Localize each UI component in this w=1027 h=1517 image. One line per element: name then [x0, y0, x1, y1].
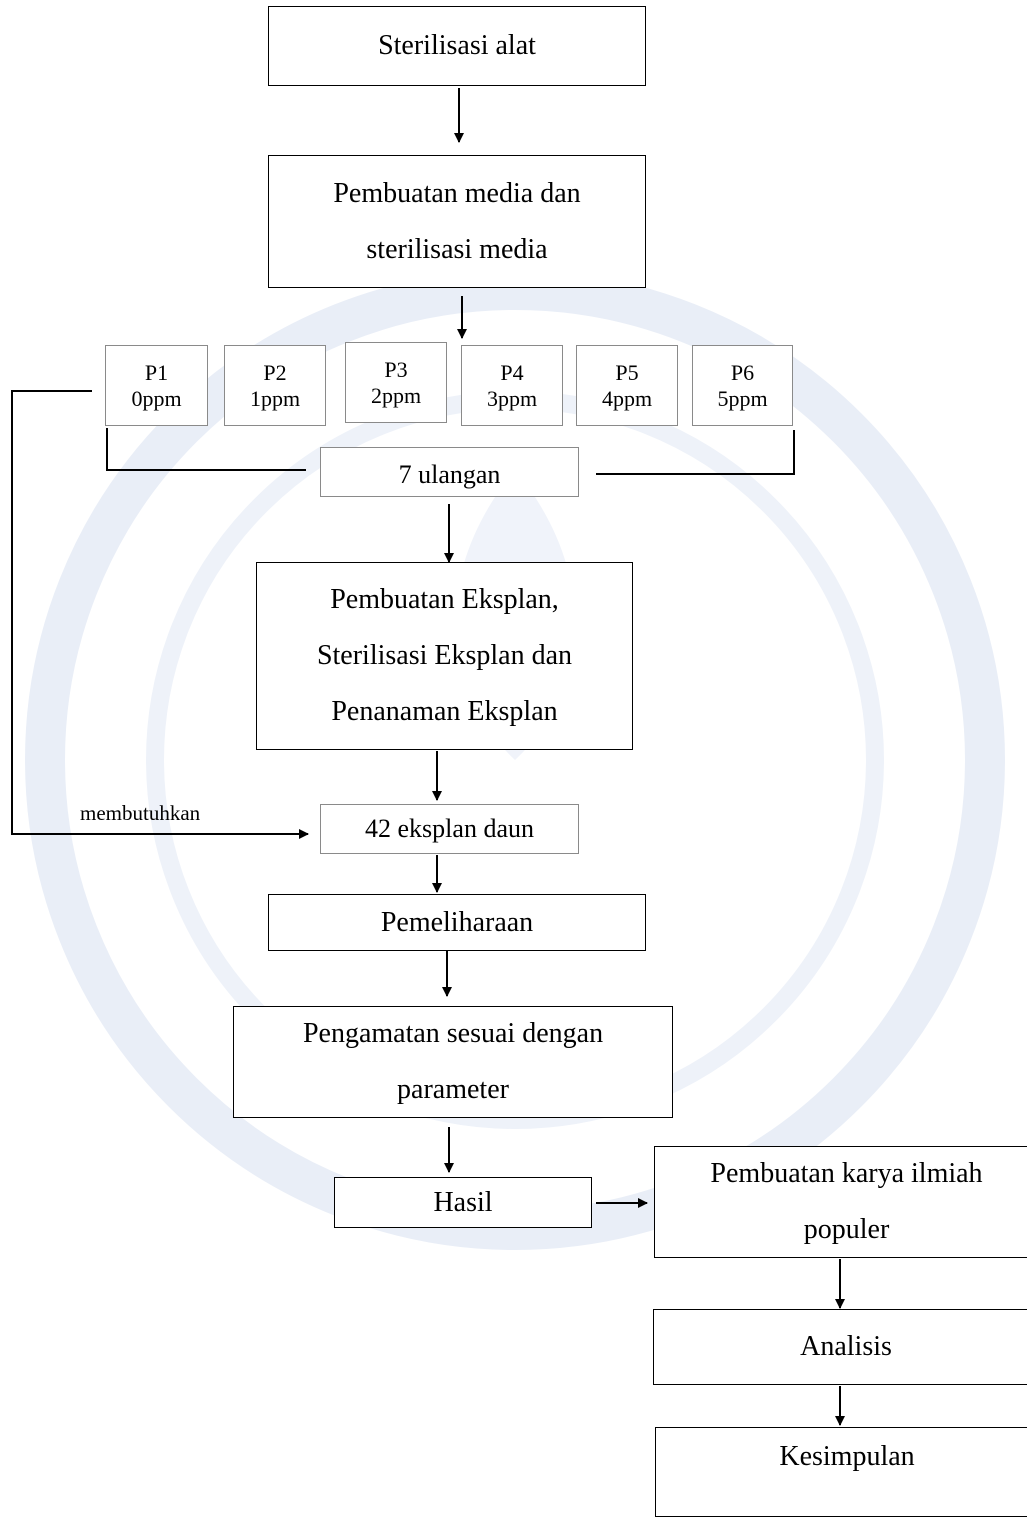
treatment-p6-code: P6 — [730, 359, 755, 385]
bracket-left — [106, 428, 306, 471]
treatment-p1-dose: 0ppm — [131, 385, 182, 411]
box-treatment-p1: P1 0ppm — [105, 345, 208, 426]
treatment-p6-dose: 5ppm — [717, 385, 768, 411]
box-kesimpulan: Kesimpulan — [655, 1427, 1027, 1517]
box-pembuatan-eksplan-line-3: Penanaman Eksplan — [331, 696, 558, 727]
box-analisis: Analisis — [653, 1309, 1027, 1385]
box-pemeliharaan: Pemeliharaan — [268, 894, 646, 951]
box-analisis-label: Analisis — [800, 1331, 892, 1362]
box-hasil: Hasil — [334, 1177, 592, 1228]
box-treatment-p4: P4 3ppm — [461, 345, 563, 426]
box-pembuatan-media-line-2: sterilisasi media — [366, 233, 548, 265]
box-pembuatan-eksplan: Pembuatan Eksplan, Sterilisasi Eksplan d… — [256, 562, 633, 750]
treatment-p4-code: P4 — [500, 359, 524, 385]
box-treatment-p6: P6 5ppm — [692, 345, 793, 426]
box-sterilisasi-alat-label: Sterilisasi alat — [378, 30, 536, 61]
box-karya-ilmiah-line-1: Pembuatan karya ilmiah — [710, 1158, 983, 1189]
box-treatment-p3: P3 2ppm — [345, 342, 447, 423]
bracket-right — [596, 430, 795, 475]
box-pembuatan-eksplan-line-2: Sterilisasi Eksplan dan — [316, 640, 573, 671]
box-karya-ilmiah: Pembuatan karya ilmiah populer — [654, 1146, 1027, 1258]
treatment-p3-code: P3 — [384, 356, 408, 382]
box-pemeliharaan-label: Pemeliharaan — [380, 906, 534, 938]
box-ulangan-label: 7 ulangan — [398, 460, 501, 489]
box-karya-ilmiah-line-2: populer — [803, 1214, 890, 1245]
box-pengamatan: Pengamatan sesuai dengan parameter — [233, 1006, 673, 1118]
treatment-p2-dose: 1ppm — [249, 385, 301, 411]
box-hasil-label: Hasil — [433, 1186, 493, 1218]
box-eksplan-daun: 42 eksplan daun — [320, 804, 579, 854]
box-pembuatan-media-line-1: Pembuatan media dan — [333, 177, 581, 209]
box-ulangan: 7 ulangan — [320, 447, 579, 497]
box-pembuatan-media: Pembuatan media dan sterilisasi media — [268, 155, 646, 288]
box-treatment-p5: P5 4ppm — [576, 345, 678, 426]
treatment-p4-dose: 3ppm — [486, 385, 538, 411]
label-membutuhkan: membutuhkan — [80, 801, 201, 825]
box-eksplan-daun-label: 42 eksplan daun — [365, 814, 534, 843]
treatment-p5-dose: 4ppm — [601, 385, 653, 411]
box-pengamatan-line-2: parameter — [397, 1074, 509, 1105]
box-pengamatan-line-1: Pengamatan sesuai dengan — [302, 1018, 604, 1049]
treatment-p3-dose: 2ppm — [370, 382, 422, 408]
box-sterilisasi-alat: Sterilisasi alat — [268, 6, 646, 86]
box-pembuatan-eksplan-line-1: Pembuatan Eksplan, — [330, 584, 559, 615]
treatment-p1-code: P1 — [144, 359, 169, 385]
box-kesimpulan-label: Kesimpulan — [779, 1441, 915, 1472]
loop-membutuhkan — [11, 390, 309, 839]
treatment-p2-code: P2 — [263, 359, 287, 385]
treatment-p5-code: P5 — [615, 359, 639, 385]
box-treatment-p2: P2 1ppm — [224, 345, 326, 426]
